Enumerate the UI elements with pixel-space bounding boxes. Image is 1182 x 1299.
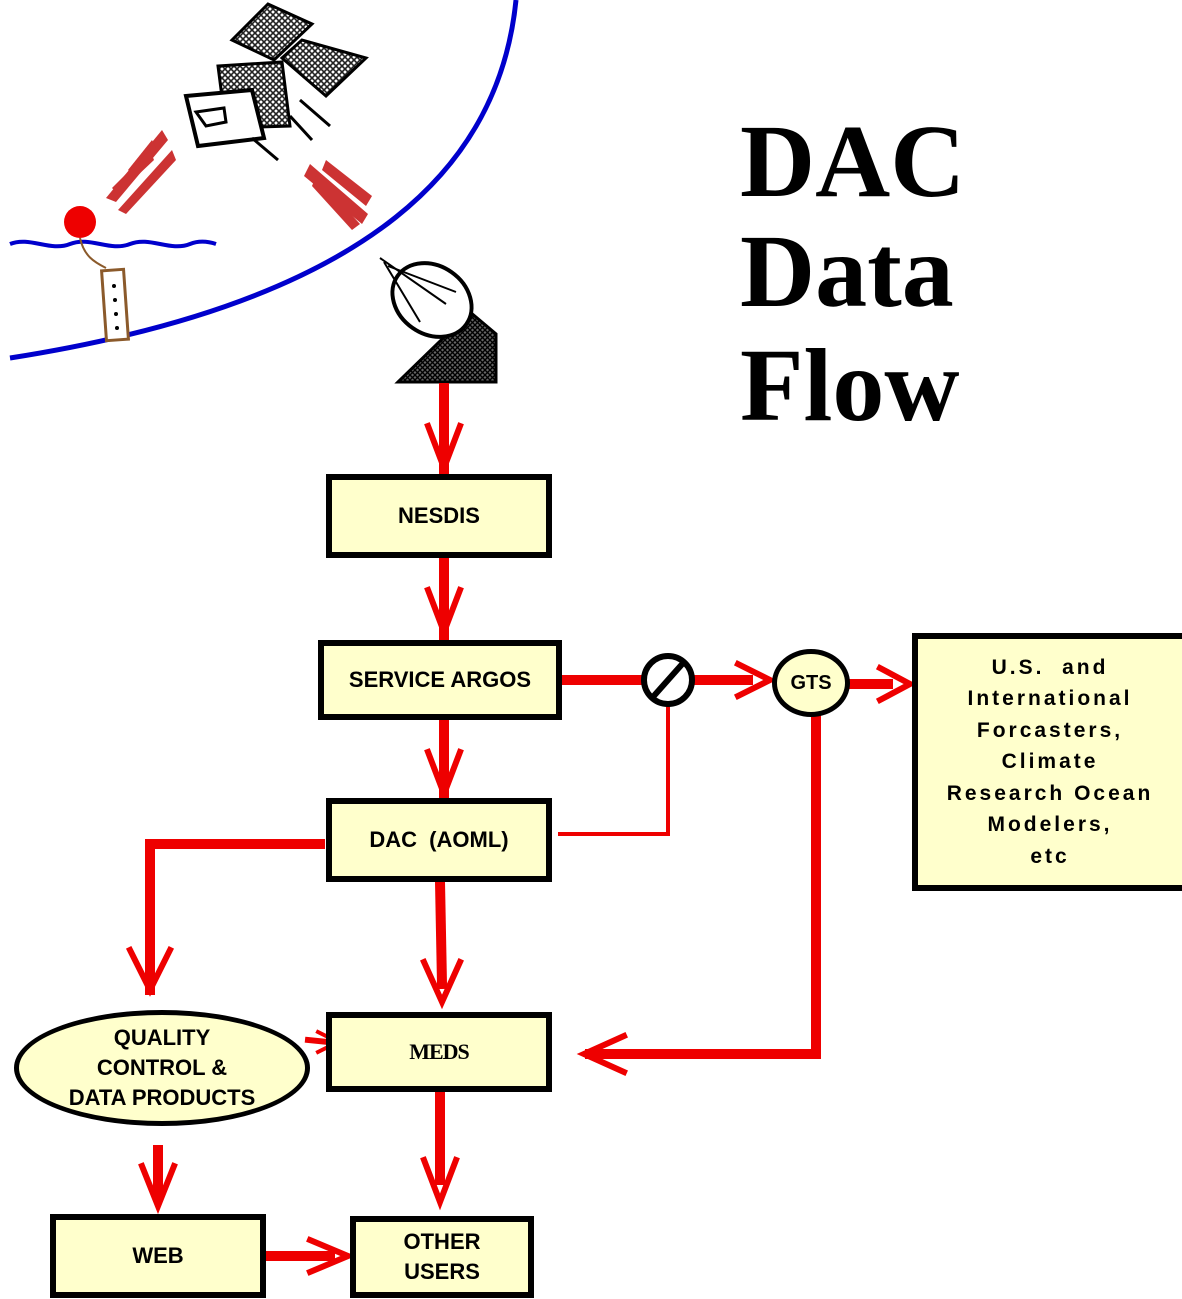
qc-line-1: QUALITY: [113, 1025, 211, 1050]
meds-box: MEDS: [326, 1012, 552, 1092]
sky-arc: [9, 0, 519, 361]
recipients-box: U.S. and International Forcasters, Clima…: [912, 633, 1182, 891]
recipients-line-2: International: [967, 687, 1133, 711]
qc-line-2: CONTROL &: [96, 1055, 228, 1080]
satellite-icon: [183, 2, 369, 162]
title-line-2: Data: [740, 214, 954, 329]
dac-box: DAC (AOML): [326, 798, 552, 882]
other-users-label-2: USERS: [404, 1259, 480, 1284]
quality-control-oval: QUALITY CONTROL & DATA PRODUCTS: [14, 1010, 310, 1126]
radio-signal-icon: [106, 130, 372, 230]
gts-circle: GTS: [772, 649, 850, 717]
blocked-circle-icon: [641, 653, 695, 707]
other-users-label-1: OTHER: [403, 1229, 481, 1254]
title-line-3: Flow: [740, 328, 960, 443]
recipients-line-4: Climate: [1001, 750, 1099, 774]
qc-line-3: DATA PRODUCTS: [68, 1085, 256, 1110]
recipients-line-7: etc: [1030, 844, 1070, 868]
ground-station-dish-icon: [379, 257, 498, 384]
title-line-1: DAC: [740, 104, 966, 219]
recipients-line-3: Forcasters,: [976, 718, 1124, 742]
gts-label: GTS: [790, 671, 832, 694]
web-label: WEB: [132, 1243, 184, 1268]
float-buoy-icon: [9, 206, 217, 343]
nesdis-box: NESDIS: [326, 474, 552, 558]
dac-label: DAC (AOML): [369, 827, 509, 852]
web-box: WEB: [50, 1214, 266, 1298]
other-users-box: OTHER USERS: [350, 1216, 534, 1298]
recipients-line-5: Research Ocean: [946, 781, 1154, 805]
meds-label: MEDS: [409, 1039, 470, 1064]
nesdis-label: NESDIS: [398, 503, 480, 528]
service-argos-box: SERVICE ARGOS: [318, 640, 562, 720]
service-argos-label: SERVICE ARGOS: [348, 667, 532, 692]
recipients-line-6: Modelers,: [987, 813, 1113, 837]
recipients-line-1: U.S. and: [991, 655, 1109, 679]
flow-arrows: [125, 383, 917, 1276]
